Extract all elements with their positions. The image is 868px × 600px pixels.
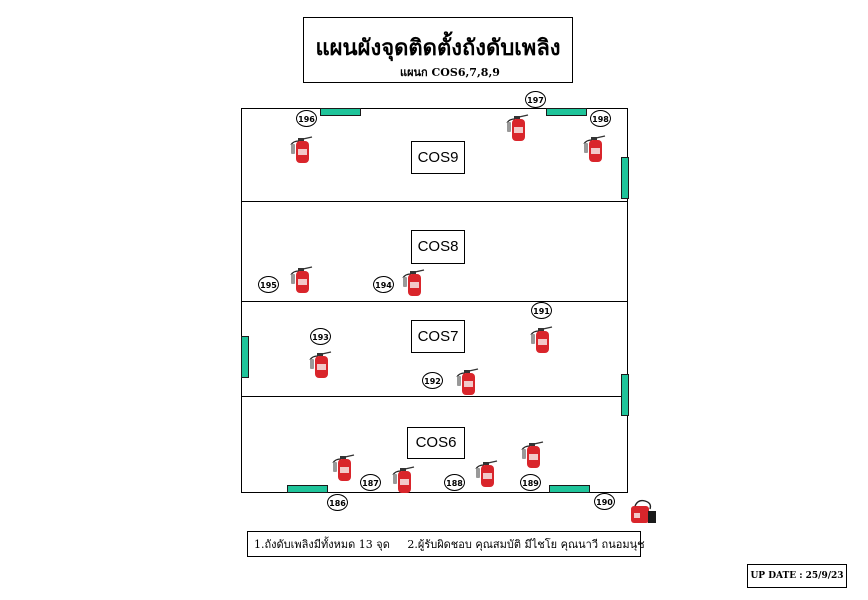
room-cos6: COS6 bbox=[407, 427, 465, 459]
fire-extinguisher-icon bbox=[290, 136, 313, 163]
room-cos9: COS9 bbox=[411, 141, 465, 174]
fire-extinguisher-icon bbox=[332, 454, 355, 481]
fire-extinguisher-icon bbox=[290, 266, 313, 293]
title-box: แผนผังจุดติดตั้งถังดับเพลิง แผนก COS6,7,… bbox=[303, 17, 573, 83]
door-left-cos7 bbox=[241, 336, 249, 378]
door-right-cos9 bbox=[621, 157, 629, 199]
number-badge: 189 bbox=[520, 474, 541, 491]
fire-extinguisher-cabinet-icon bbox=[631, 499, 656, 523]
fire-extinguisher-icon bbox=[392, 466, 415, 493]
number-badge: 187 bbox=[360, 474, 381, 491]
fire-extinguisher-icon bbox=[456, 368, 479, 395]
number-badge: 190 bbox=[594, 493, 615, 510]
number-badge: 194 bbox=[373, 276, 394, 293]
number-badge: 192 bbox=[422, 372, 443, 389]
number-badge: 198 bbox=[590, 110, 611, 127]
update-date: UP DATE : 25/9/23 bbox=[747, 564, 847, 588]
fire-extinguisher-icon bbox=[309, 351, 332, 378]
divider-cos7-cos6 bbox=[242, 396, 627, 397]
divider-cos9-cos8 bbox=[242, 201, 627, 202]
number-badge: 196 bbox=[296, 110, 317, 127]
door-bottom-left bbox=[287, 485, 328, 493]
number-badge: 197 bbox=[525, 91, 546, 108]
room-cos8: COS8 bbox=[411, 230, 465, 264]
door-right-cos7 bbox=[621, 374, 629, 416]
fire-extinguisher-icon bbox=[475, 460, 498, 487]
note-item-responsible: 2.ผู้รับผิดชอบ คุณสมบัติ มีไชโย คุณนาวี … bbox=[407, 538, 645, 551]
number-badge: 191 bbox=[531, 302, 552, 319]
room-cos7: COS7 bbox=[411, 320, 465, 353]
number-badge: 186 bbox=[327, 494, 348, 511]
divider-cos8-cos7 bbox=[242, 301, 627, 302]
fire-extinguisher-icon bbox=[521, 441, 544, 468]
note-item-count: 1.ถังดับเพลิงมีทั้งหมด 13 จุด bbox=[254, 538, 390, 551]
note-box: 1.ถังดับเพลิงมีทั้งหมด 13 จุด 2.ผู้รับผิ… bbox=[247, 531, 645, 557]
fire-extinguisher-icon bbox=[530, 326, 553, 353]
number-badge: 188 bbox=[444, 474, 465, 491]
number-badge: 195 bbox=[258, 276, 279, 293]
number-badge: 193 bbox=[310, 328, 331, 345]
fire-extinguisher-icon bbox=[583, 135, 606, 162]
door-top-right bbox=[546, 108, 587, 116]
fire-extinguisher-icon bbox=[402, 269, 425, 296]
fire-extinguisher-icon bbox=[506, 114, 529, 141]
page-subtitle: แผนก COS6,7,8,9 bbox=[400, 66, 500, 79]
page-title: แผนผังจุดติดตั้งถังดับเพลิง bbox=[315, 35, 561, 61]
door-top-left bbox=[320, 108, 361, 116]
door-bottom-right bbox=[549, 485, 590, 493]
